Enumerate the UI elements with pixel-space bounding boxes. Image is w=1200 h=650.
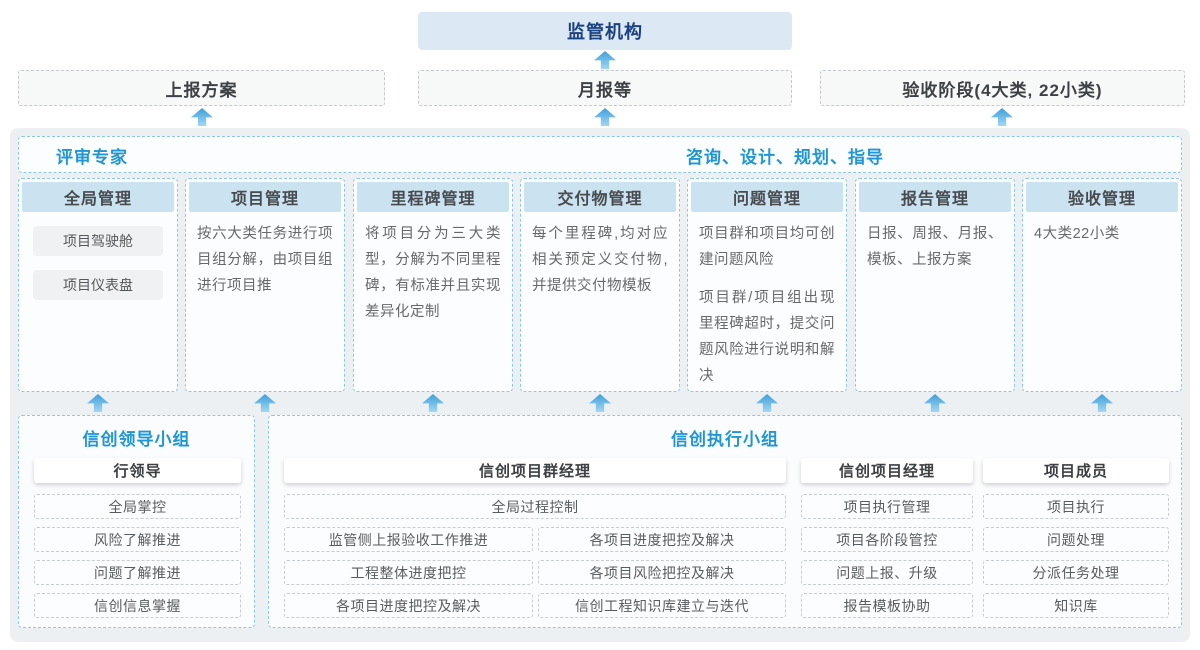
leader-item: 信创信息掌握: [34, 593, 241, 618]
leader-item: 全局掌控: [34, 494, 241, 519]
member-item: 知识库: [983, 593, 1169, 618]
column-global-mgmt: 全局管理 项目驾驶舱 项目仪表盘: [18, 178, 178, 392]
column-report-mgmt: 报告管理 日报、周报、月报、模板、上报方案: [855, 178, 1015, 392]
pill-project-cockpit[interactable]: 项目驾驶舱: [33, 226, 163, 256]
column-deliverable-mgmt: 交付物管理 每个里程碑,均对应相关预定义交付物,并提供交付物模板: [520, 178, 680, 392]
column-description: 每个里程碑,均对应相关预定义交付物,并提供交付物模板: [532, 226, 668, 295]
pgm-item: 各项目进度把控及解决: [538, 527, 786, 552]
column-description: 将项目分为三大类型，分解为不同里程碑，有标准并且实现差异化定制: [365, 226, 501, 321]
pgm-item: 监管侧上报验收工作推进: [284, 527, 533, 552]
leader-item: 风险了解推进: [34, 527, 241, 552]
up-arrow-icon: [594, 108, 616, 126]
column-header: 验收管理: [1026, 182, 1178, 212]
leader-group-box: 信创领导小组 行领导 全局掌控 风险了解推进 问题了解推进 信创信息掌握: [18, 415, 255, 628]
column-project-mgmt: 项目管理 按六大类任务进行项目组分解，由项目组进行项目推: [185, 178, 345, 392]
column-description: 按六大类任务进行项目组分解，由项目组进行项目推: [197, 226, 333, 295]
column-header: 项目管理: [189, 182, 341, 212]
pm-item: 报告模板协助: [801, 593, 973, 618]
pm-item: 问题上报、升级: [801, 560, 973, 585]
column-issue-mgmt: 问题管理 项目群和项目均可创建问题风险 项目群/项目组出现里程碑超时，提交问题风…: [687, 178, 847, 392]
pm-item: 项目执行管理: [801, 494, 973, 519]
review-experts-label: 评审专家: [56, 148, 128, 167]
column-acceptance-mgmt: 验收管理 4大类22小类: [1022, 178, 1182, 392]
column-header: 问题管理: [691, 182, 843, 212]
column-milestone-mgmt: 里程碑管理 将项目分为三大类型，分解为不同里程碑，有标准并且实现差异化定制: [353, 178, 513, 392]
pgm-item: 工程整体进度把控: [284, 560, 533, 585]
pgm-item: 信创工程知识库建立与迭代: [538, 593, 786, 618]
column-description: 项目群和项目均可创建问题风险: [699, 226, 835, 269]
column-description: 4大类22小类: [1034, 226, 1120, 242]
column-description: 日报、周报、月报、模板、上报方案: [867, 226, 1003, 269]
exec-group-title: 信创执行小组: [671, 430, 779, 449]
pill-project-dashboard[interactable]: 项目仪表盘: [33, 270, 163, 300]
exec-group-box: 信创执行小组 信创项目群经理 信创项目经理 项目成员 全局过程控制 监管侧上报验…: [268, 415, 1182, 628]
up-arrow-icon: [991, 108, 1013, 126]
leader-item: 问题了解推进: [34, 560, 241, 585]
column-header: 全局管理: [22, 182, 174, 212]
column-header: 里程碑管理: [357, 182, 509, 212]
leader-group-title: 信创领导小组: [82, 430, 191, 449]
column-header: 交付物管理: [524, 182, 676, 212]
role-project-member: 项目成员: [983, 458, 1169, 483]
role-project-manager: 信创项目经理: [801, 458, 973, 483]
column-header: 报告管理: [859, 182, 1011, 212]
up-arrow-icon: [594, 51, 616, 69]
role-bank-leader: 行领导: [34, 458, 241, 483]
up-arrow-icon: [191, 108, 213, 126]
report-box-acceptance: 验收阶段(4大类, 22小类): [820, 70, 1185, 106]
member-item: 分派任务处理: [983, 560, 1169, 585]
column-description: 项目群/项目组出现里程碑超时，提交问题风险进行说明和解决: [699, 290, 835, 385]
consult-design-label: 咨询、设计、规划、指导: [686, 148, 884, 167]
regulator-box: 监管机构: [418, 12, 792, 50]
member-item: 问题处理: [983, 527, 1169, 552]
role-program-manager: 信创项目群经理: [284, 458, 786, 483]
pgm-item: 全局过程控制: [284, 494, 786, 519]
pgm-item: 各项目风险把控及解决: [538, 560, 786, 585]
pm-item: 项目各阶段管控: [801, 527, 973, 552]
report-box-plan: 上报方案: [18, 70, 385, 106]
experts-strip: 评审专家 咨询、设计、规划、指导: [18, 136, 1182, 173]
member-item: 项目执行: [983, 494, 1169, 519]
report-box-monthly: 月报等: [418, 70, 792, 106]
pgm-item: 各项目进度把控及解决: [284, 593, 533, 618]
